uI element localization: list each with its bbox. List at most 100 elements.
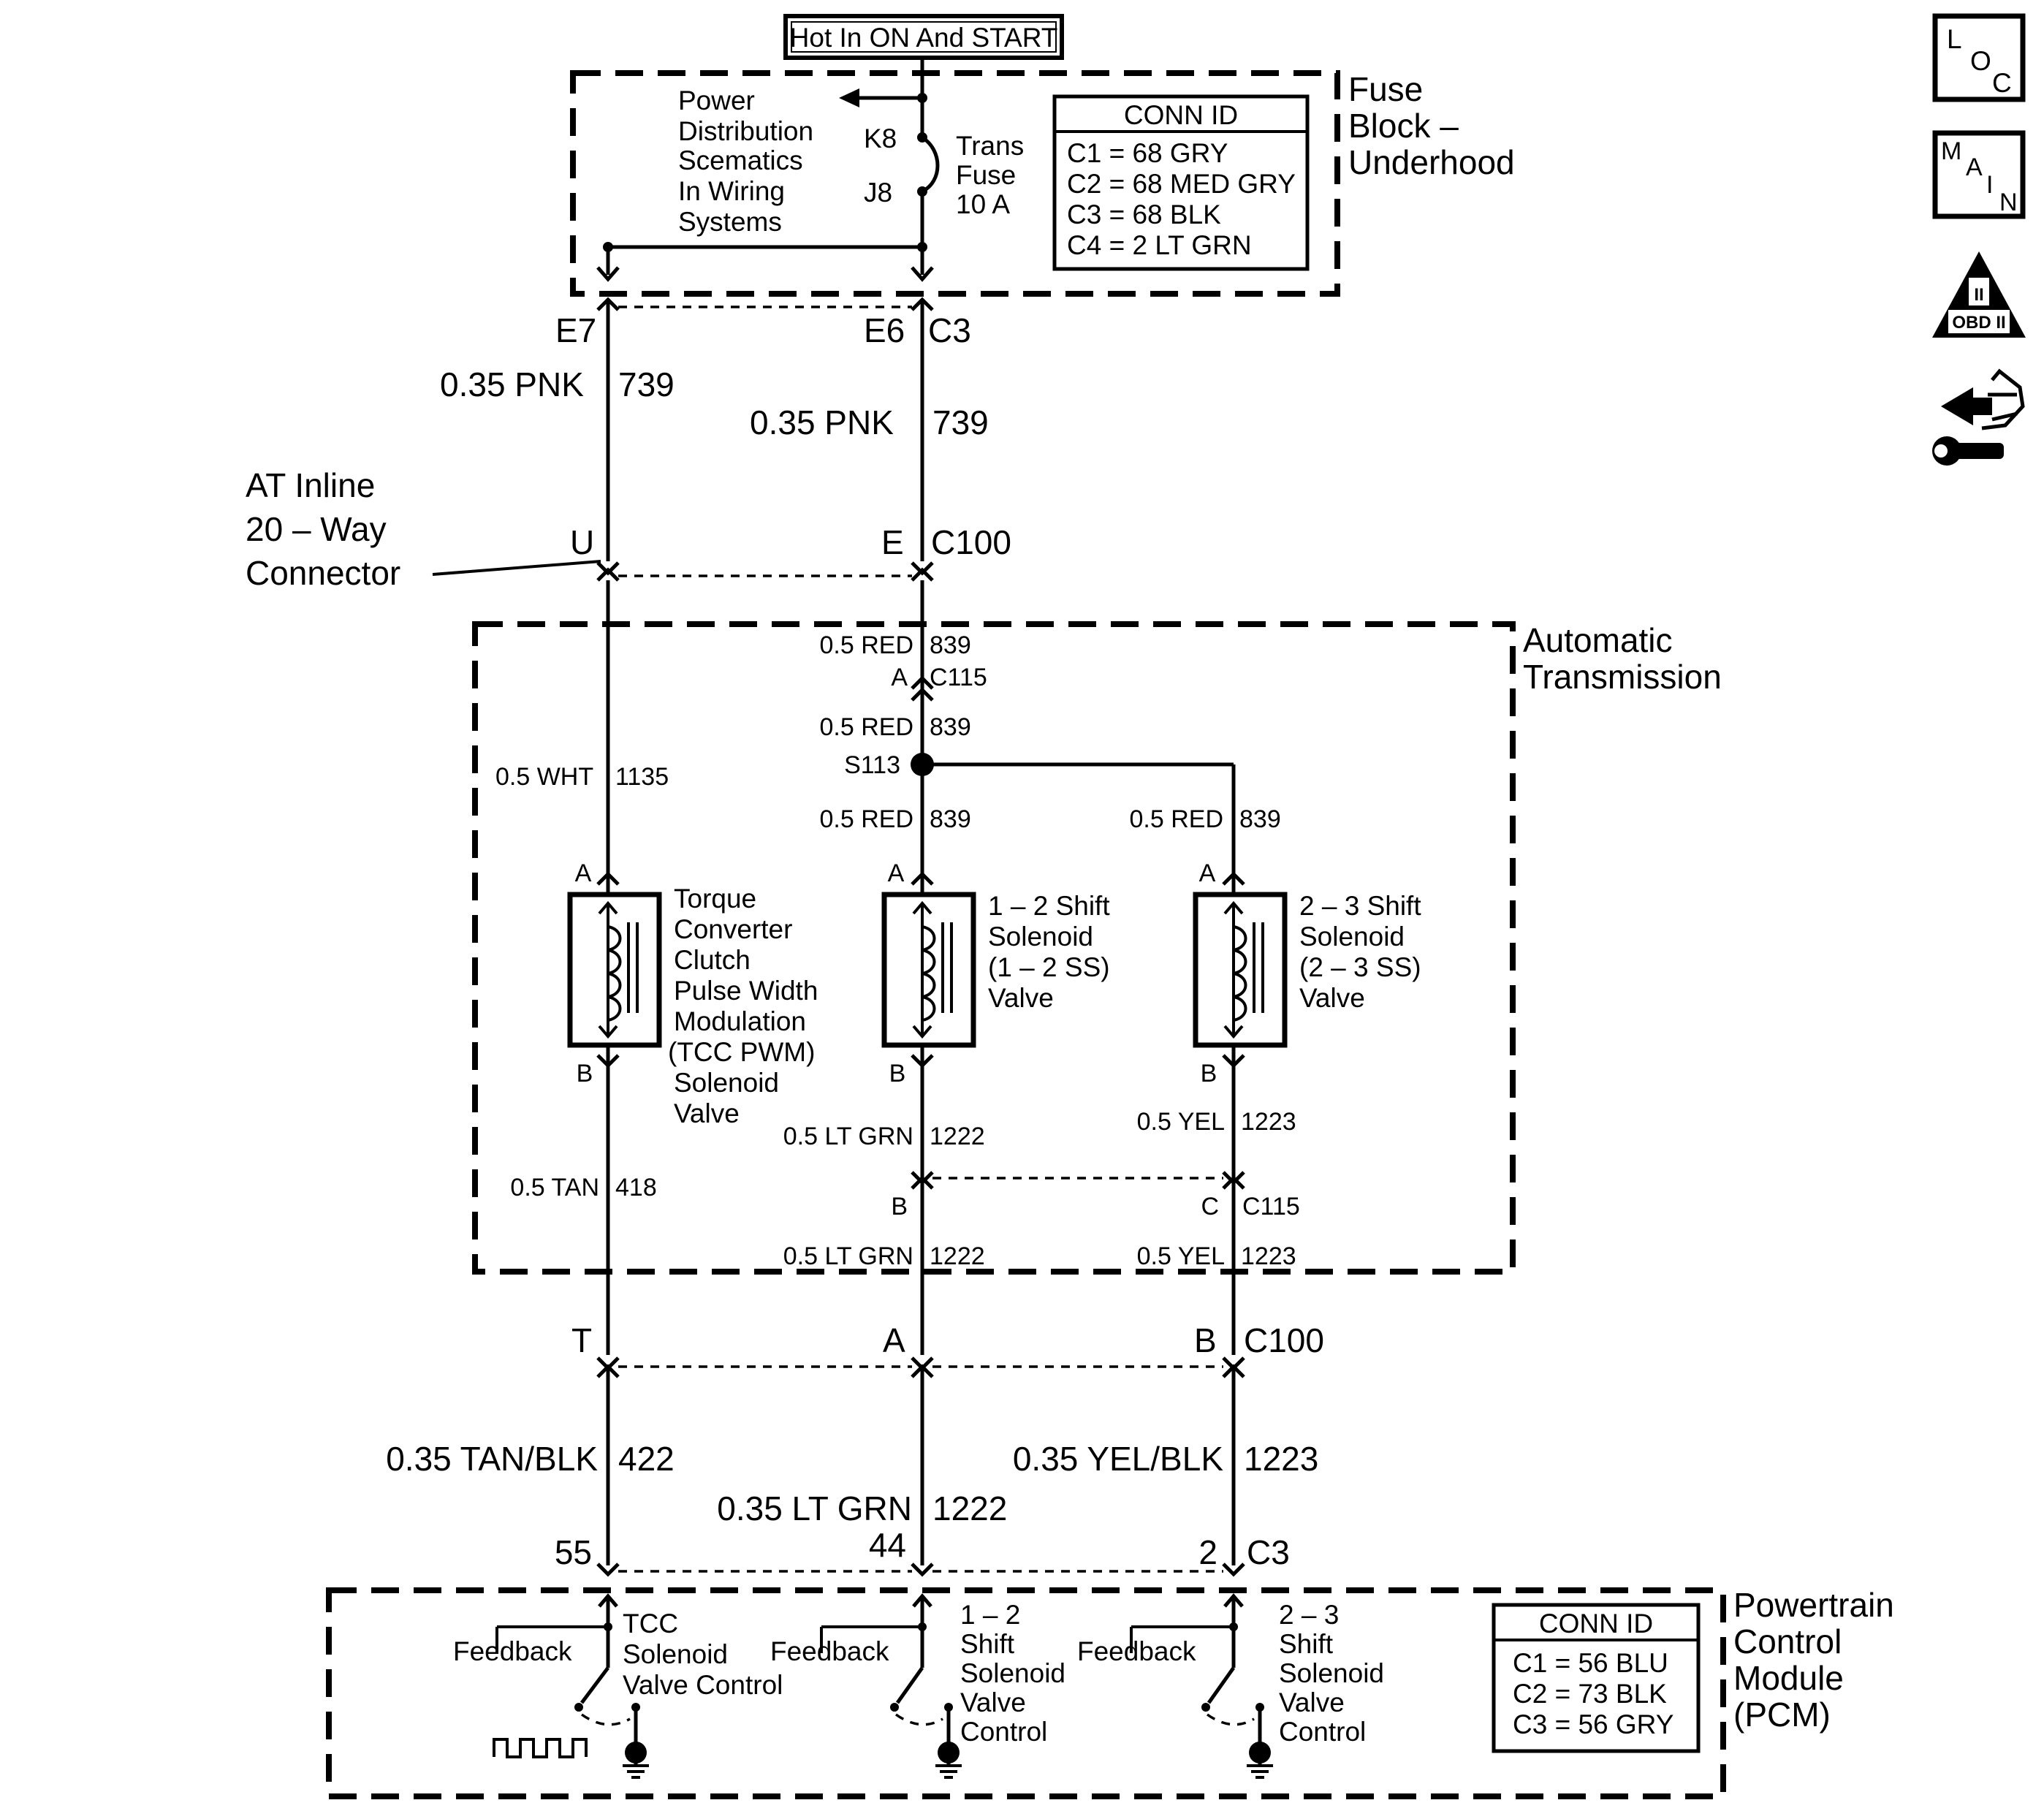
wire-839-top-label: 0.5 RED 839 <box>820 631 971 659</box>
svg-text:K8: K8 <box>864 124 897 153</box>
svg-text:B: B <box>1201 1060 1217 1087</box>
wire-1135-label: 0.5 WHT 1135 <box>495 763 669 791</box>
svg-text:Solenoid: Solenoid <box>1279 1658 1384 1688</box>
svg-text:1223: 1223 <box>1241 1242 1296 1270</box>
main-icon[interactable]: M A I N <box>1932 130 2026 219</box>
svg-text:1 – 2: 1 – 2 <box>960 1600 1020 1630</box>
svg-text:C115: C115 <box>930 664 987 691</box>
svg-text:0.5 YEL: 0.5 YEL <box>1137 1108 1225 1136</box>
svg-text:0.5 RED: 0.5 RED <box>820 713 914 741</box>
pcm-ss12-labels: Feedback 1 – 2 Shift Solenoid Valve Cont… <box>770 1600 1065 1747</box>
svg-text:0.5 WHT: 0.5 WHT <box>495 763 593 791</box>
pcm-frame <box>326 1587 1726 1799</box>
svg-text:Solenoid: Solenoid <box>623 1639 728 1669</box>
svg-text:B: B <box>1194 1321 1217 1359</box>
svg-text:Shift: Shift <box>1279 1629 1334 1659</box>
wire-1223-lower-label: 0.5 YEL 1223 <box>1137 1242 1296 1270</box>
loc-icon[interactable]: L O C <box>1932 13 2026 102</box>
svg-text:Powertrain: Powertrain <box>1733 1586 1894 1624</box>
svg-text:CONN ID: CONN ID <box>1539 1609 1653 1639</box>
diagnostic-tool-icon[interactable] <box>1932 368 2025 466</box>
svg-text:O: O <box>1970 46 1991 76</box>
svg-text:A: A <box>1199 859 1216 887</box>
obd-ii-icon[interactable]: II OBD II <box>1932 251 2026 338</box>
svg-text:1223: 1223 <box>1241 1108 1296 1136</box>
pcm-ss23-labels: Feedback 2 – 3 Shift Solenoid Valve Cont… <box>1077 1600 1384 1747</box>
svg-text:Feedback: Feedback <box>770 1636 889 1666</box>
wire-839-mid-label: 0.5 RED 839 <box>820 713 971 741</box>
svg-text:0.35 PNK: 0.35 PNK <box>440 365 584 403</box>
svg-text:N: N <box>1999 189 2018 216</box>
svg-text:0.5 LT GRN: 0.5 LT GRN <box>783 1123 913 1150</box>
svg-text:Shift: Shift <box>960 1629 1015 1659</box>
svg-text:Clutch: Clutch <box>674 945 751 975</box>
pwm-waveform-icon <box>493 1738 588 1758</box>
svg-text:C3: C3 <box>928 311 971 349</box>
svg-text:Solenoid: Solenoid <box>960 1658 1065 1688</box>
svg-text:1222: 1222 <box>932 1489 1007 1527</box>
svg-text:2 – 3: 2 – 3 <box>1279 1600 1339 1630</box>
pcm-tcc-driver <box>493 1593 649 1779</box>
automatic-transmission-title: Automatic Transmission <box>1523 621 1722 696</box>
svg-text:L: L <box>1947 24 1962 54</box>
svg-text:Trans: Trans <box>956 131 1024 161</box>
svg-text:Transmission: Transmission <box>1523 658 1722 696</box>
svg-text:20 – Way: 20 – Way <box>246 510 387 548</box>
svg-text:A: A <box>888 859 905 887</box>
svg-text:2: 2 <box>1198 1533 1217 1571</box>
fuse-block-title: Fuse Block – Underhood <box>1348 70 1515 181</box>
svg-text:A: A <box>575 859 592 887</box>
svg-text:55: 55 <box>555 1533 592 1571</box>
svg-text:C3 = 56 GRY: C3 = 56 GRY <box>1513 1709 1673 1739</box>
arrow-left-icon <box>839 88 859 107</box>
svg-text:C: C <box>1201 1193 1219 1220</box>
power-source-label: Hot In ON And START <box>783 14 1064 60</box>
splice-label: S113 <box>844 751 900 779</box>
svg-text:Valve: Valve <box>1299 983 1365 1013</box>
svg-text:Power: Power <box>678 86 755 115</box>
svg-text:E: E <box>881 523 904 561</box>
svg-text:I: I <box>1986 171 1993 199</box>
c100-upper-connector: U E C100 <box>570 523 1011 582</box>
svg-text:Control: Control <box>1279 1717 1366 1747</box>
solenoid-pins-a: A A A <box>575 859 1245 887</box>
svg-text:A: A <box>883 1321 905 1359</box>
svg-text:Underhood: Underhood <box>1348 143 1515 181</box>
shift-solenoid-2-3 <box>1193 892 1288 1048</box>
svg-text:Feedback: Feedback <box>453 1636 572 1666</box>
svg-text:OBD II: OBD II <box>1952 313 2005 333</box>
svg-text:0.5 YEL: 0.5 YEL <box>1137 1242 1225 1270</box>
svg-text:Block –: Block – <box>1348 107 1459 145</box>
pcm-tcc-labels: Feedback TCC Solenoid Valve Control <box>453 1609 783 1700</box>
svg-text:Pulse Width: Pulse Width <box>674 976 818 1006</box>
pcm-ss23-driver <box>1130 1593 1273 1779</box>
svg-text:A: A <box>1966 153 1983 181</box>
svg-text:Valve: Valve <box>988 983 1054 1013</box>
svg-text:Feedback: Feedback <box>1077 1636 1196 1666</box>
svg-text:839: 839 <box>1239 805 1281 833</box>
wire-1223-pcm-label: 0.35 YEL/BLK 1223 <box>1013 1440 1319 1478</box>
svg-text:Valve: Valve <box>960 1687 1026 1717</box>
svg-text:T: T <box>571 1321 592 1359</box>
svg-text:0.35 LT GRN: 0.35 LT GRN <box>717 1489 912 1527</box>
svg-text:1223: 1223 <box>1244 1440 1318 1478</box>
svg-text:M: M <box>1941 137 1961 165</box>
svg-text:0.5 TAN: 0.5 TAN <box>510 1174 599 1201</box>
svg-text:C2 = 73 BLK: C2 = 73 BLK <box>1513 1679 1667 1709</box>
svg-text:(PCM): (PCM) <box>1733 1696 1831 1734</box>
svg-text:739: 739 <box>618 365 675 403</box>
svg-text:1222: 1222 <box>930 1242 985 1270</box>
svg-text:Hot In ON And START: Hot In ON And START <box>790 23 1058 53</box>
svg-text:Fuse: Fuse <box>956 160 1016 190</box>
svg-text:Distribution: Distribution <box>678 116 813 146</box>
c115-lower-connector: B C C115 <box>891 1171 1300 1220</box>
svg-text:Torque: Torque <box>674 884 756 914</box>
wire-739-right-label: 0.35 PNK 739 <box>750 403 989 441</box>
svg-text:839: 839 <box>930 631 971 659</box>
svg-text:AT Inline: AT Inline <box>246 466 375 504</box>
svg-text:839: 839 <box>930 713 971 741</box>
wire-739-left-label: 0.35 PNK 739 <box>440 365 675 403</box>
svg-text:418: 418 <box>615 1174 657 1201</box>
wire-1222-upper-label: 0.5 LT GRN 1222 <box>783 1123 985 1150</box>
pcm-conn-id-table: CONN ID C1 = 56 BLU C2 = 73 BLK C3 = 56 … <box>1492 1603 1701 1753</box>
